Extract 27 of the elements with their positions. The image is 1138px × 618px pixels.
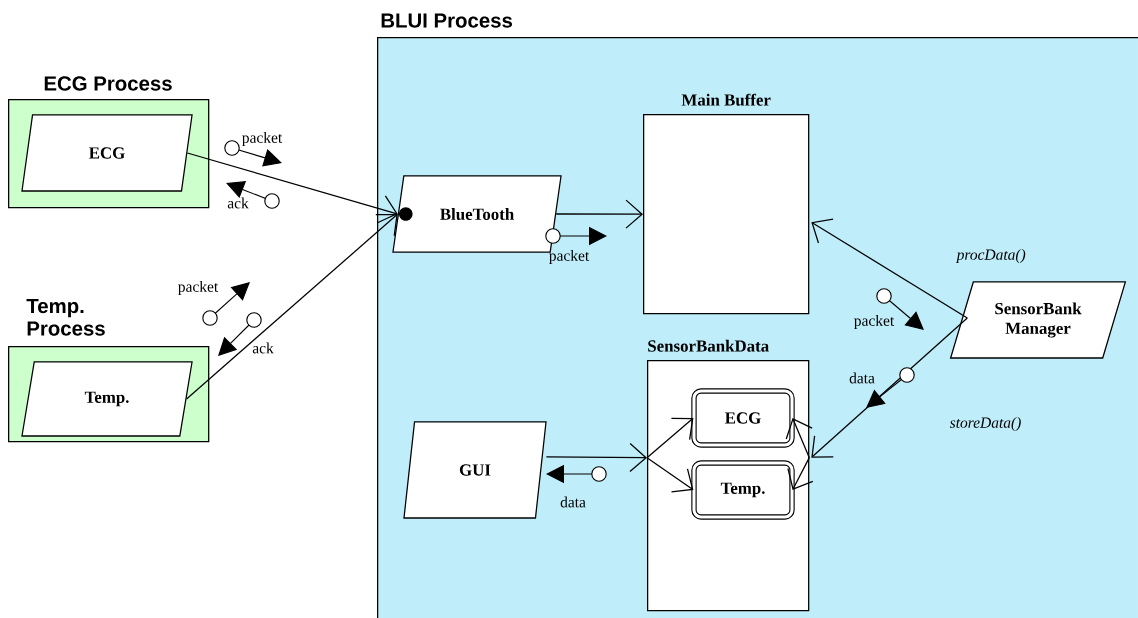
arrow [646,457,694,493]
arrow [185,214,398,400]
process-heading: Temp. Process [26,299,105,336]
box-heading: Main Buffer [681,93,771,106]
process-parallelogram: BlueTooth [392,175,562,253]
arrow [186,152,398,224]
message-label: data [560,496,586,508]
message-label: data [849,372,875,384]
message-label: packet [178,281,219,295]
arrow [545,442,647,473]
message-label: packet [242,132,283,146]
message-label: packet [854,315,895,329]
message-label: packet [549,250,590,264]
message-label: ack [252,342,274,354]
data-box: Temp. [691,460,795,520]
process-parallelogram: ECG [21,114,193,192]
arrow [555,199,643,229]
process-heading: BLUI Process [381,13,513,28]
process-heading: ECG Process [44,76,172,91]
process-parallelogram: Temp. [21,361,193,437]
box-heading: SensorBankData [648,339,769,352]
arrow [646,417,694,459]
data-box: ECG [691,388,795,448]
message-label: ack [227,197,249,209]
process-parallelogram: GUI [403,421,547,519]
arrow [811,218,968,319]
arrow [811,317,968,458]
